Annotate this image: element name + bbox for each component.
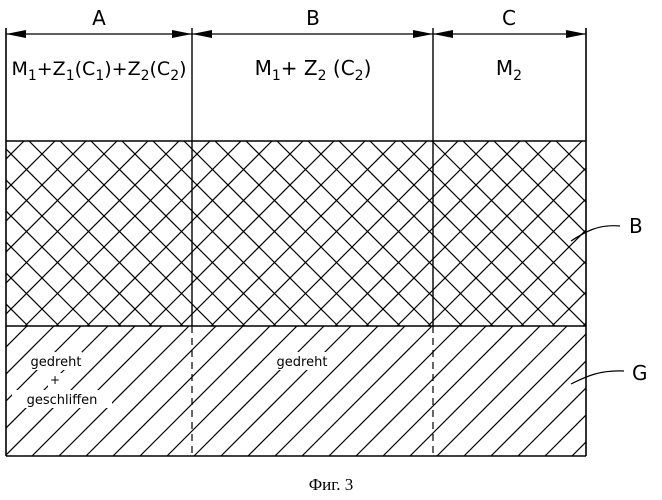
- surface-label-a-line1: gedreht: [31, 355, 82, 370]
- hatch-line: [459, 141, 644, 326]
- section-letter-b: B: [306, 6, 320, 30]
- composition-subscript: 1: [66, 68, 75, 84]
- hatch-line: [304, 141, 489, 326]
- hatch-line: [0, 141, 55, 326]
- hatch-line: [194, 326, 324, 456]
- composition-subscript: 2: [355, 68, 364, 84]
- hatch-line: [599, 326, 662, 456]
- composition-part: ): [179, 58, 186, 80]
- hatch-line: [273, 141, 458, 326]
- hatch-line: [0, 141, 24, 326]
- composition-subscript: 1: [95, 68, 104, 84]
- crosshatch-layer: [0, 141, 662, 326]
- hatch-line: [437, 326, 567, 456]
- hatch-line: [211, 141, 396, 326]
- hatch-line: [463, 141, 648, 326]
- hatch-line: [308, 141, 493, 326]
- hatch-line: [29, 141, 214, 326]
- composition-part: (C: [150, 58, 171, 80]
- composition-subscript: 2: [318, 68, 327, 84]
- hatch-line: [118, 141, 303, 326]
- hatch-line: [184, 141, 369, 326]
- composition-subscript: 2: [170, 68, 179, 84]
- hatch-line: [60, 141, 245, 326]
- section-letter-c: C: [502, 6, 516, 30]
- hatch-line: [552, 141, 662, 326]
- hatch-line: [277, 141, 462, 326]
- hatch-line: [180, 141, 365, 326]
- figure-caption: Фиг. 3: [309, 475, 354, 494]
- hatch-line: [25, 141, 210, 326]
- composition-part: ): [364, 56, 372, 80]
- hatch-line: [0, 141, 90, 326]
- composition-c: M2: [496, 56, 522, 84]
- hatch-line: [122, 141, 307, 326]
- hatch-line: [0, 141, 121, 326]
- composition-subscript: 2: [141, 68, 150, 84]
- layer-label-upper: B: [629, 214, 643, 238]
- hatch-line: [383, 326, 513, 456]
- hatch-line: [0, 141, 152, 326]
- hatch-line: [56, 141, 241, 326]
- hatch-line: [87, 141, 272, 326]
- hatch-line: [491, 326, 621, 456]
- composition-part: )+Z: [104, 58, 140, 80]
- hatch-line: [0, 141, 59, 326]
- composition-part: + Z: [281, 56, 318, 80]
- hatch-line: [649, 141, 662, 326]
- hatch-line: [397, 141, 582, 326]
- section-letter-a: A: [92, 6, 106, 30]
- hatch-line: [339, 141, 524, 326]
- hatch-line: [275, 326, 405, 456]
- hatch-line: [140, 326, 270, 456]
- composition-subscript: 2: [513, 68, 522, 84]
- composition-a: M1+Z1(C1)+Z2(C2): [11, 58, 186, 84]
- hatch-line: [401, 141, 586, 326]
- hatch-line: [645, 141, 662, 326]
- hatch-line: [464, 326, 594, 456]
- hatch-line: [410, 326, 540, 456]
- leader-line-lower: [571, 371, 624, 384]
- composition-part: (C: [75, 58, 96, 80]
- hatch-line: [583, 141, 662, 326]
- hatch-line: [432, 141, 617, 326]
- hatch-line: [221, 326, 351, 456]
- layer-label-lower: G: [632, 361, 648, 385]
- hatch-line: [587, 141, 662, 326]
- hatch-line: [366, 141, 551, 326]
- hatch-line: [335, 141, 520, 326]
- hatch-line: [356, 326, 486, 456]
- hatch-line: [248, 326, 378, 456]
- hatch-line: [113, 326, 243, 456]
- hatch-line: [242, 141, 427, 326]
- hatch-line: [329, 326, 459, 456]
- hatch-line: [518, 326, 648, 456]
- composition-subscript: 1: [28, 68, 37, 84]
- leader-line-upper: [571, 226, 620, 241]
- composition-subscript: 1: [272, 68, 281, 84]
- hatch-line: [246, 141, 431, 326]
- hatch-line: [370, 141, 555, 326]
- surface-label-a-line3: geschliffen: [27, 393, 98, 408]
- hatch-line: [167, 326, 297, 456]
- hatch-line: [556, 141, 662, 326]
- hatch-line: [302, 326, 432, 456]
- composition-part: M: [11, 58, 27, 80]
- hatch-line: [0, 141, 86, 326]
- hatch-line: [153, 141, 338, 326]
- composition-part: M: [496, 56, 513, 80]
- composition-part: +Z: [37, 58, 66, 80]
- hatch-line: [215, 141, 400, 326]
- hatch-line: [149, 141, 334, 326]
- hatch-line: [653, 326, 662, 456]
- hatch-line: [91, 141, 276, 326]
- hatch-line: [626, 326, 662, 456]
- composition-part: M: [255, 56, 272, 80]
- surface-label-b-line1: gedreht: [277, 355, 328, 370]
- composition-b: M1+ Z2 (C2): [255, 56, 372, 84]
- composition-part: (C: [327, 56, 355, 80]
- surface-label-a-line2: +: [50, 373, 60, 387]
- hatch-line: [545, 326, 662, 456]
